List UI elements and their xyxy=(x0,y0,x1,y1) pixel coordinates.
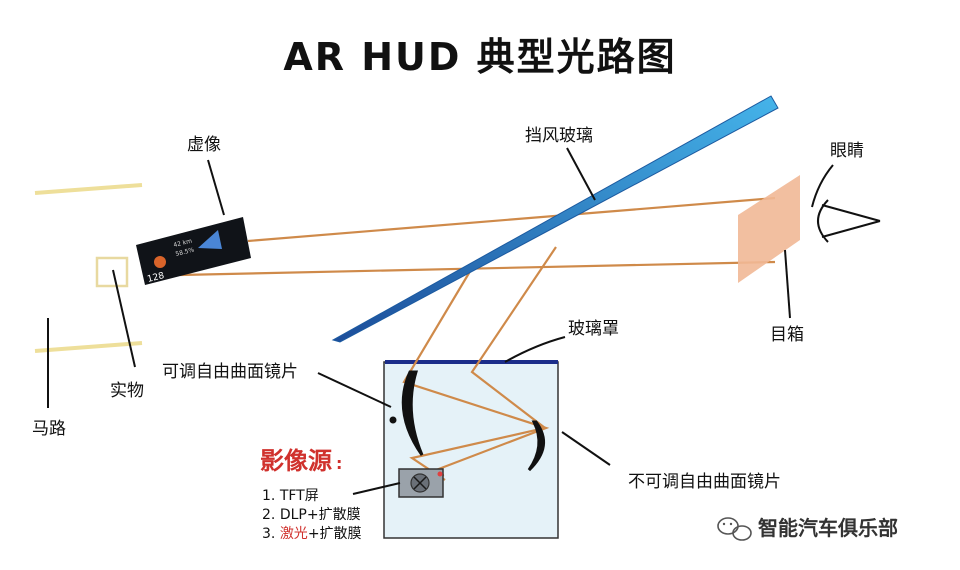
road-lines xyxy=(34,183,143,353)
fixed-freeform-mirror xyxy=(527,420,545,472)
adjustable-freeform-mirror xyxy=(401,370,424,456)
label-virtual-image: 虚像 xyxy=(187,135,221,155)
label-real-object: 实物 xyxy=(110,381,144,401)
watermark-text: 智能汽车俱乐部 xyxy=(758,516,898,540)
image-source-legend: 影像源: 1. TFT屏 2. DLP+扩散膜 3. 激光+扩散膜 xyxy=(260,447,362,542)
diagram-title: AR HUD 典型光路图 xyxy=(283,35,676,79)
image-source-item: 2. DLP+扩散膜 xyxy=(262,507,361,523)
label-eye: 眼睛 xyxy=(830,141,864,161)
label-windshield: 挡风玻璃 xyxy=(525,126,593,146)
virtual-image-line-2: 58.5% xyxy=(175,246,195,257)
label-road: 马路 xyxy=(32,419,66,439)
image-source-item: 1. TFT屏 xyxy=(262,488,319,504)
real-object-box xyxy=(95,256,129,288)
virtual-image-screen: 128 42 km 58.5% xyxy=(136,217,251,285)
image-source-device xyxy=(398,468,444,498)
label-eyebox: 目箱 xyxy=(770,325,804,345)
eye-icon xyxy=(817,199,881,243)
image-source-heading: 影像源: xyxy=(260,447,342,475)
mirror-pivot xyxy=(389,416,397,424)
label-glass-cover: 玻璃罩 xyxy=(568,319,619,339)
label-fixed-mirror: 不可调自由曲面镜片 xyxy=(628,472,781,492)
virtual-image-line-1: 42 km xyxy=(173,238,193,249)
watermark: 智能汽车俱乐部 xyxy=(717,516,898,541)
windshield xyxy=(331,95,779,343)
eyebox xyxy=(738,175,800,283)
image-source-item: 3. 激光+扩散膜 xyxy=(262,525,362,542)
leader-lines xyxy=(47,147,834,495)
virtual-image-speed: 128 xyxy=(146,271,165,285)
chat-bubble-icon xyxy=(717,517,752,541)
label-adjustable-mirror: 可调自由曲面镜片 xyxy=(162,362,298,382)
